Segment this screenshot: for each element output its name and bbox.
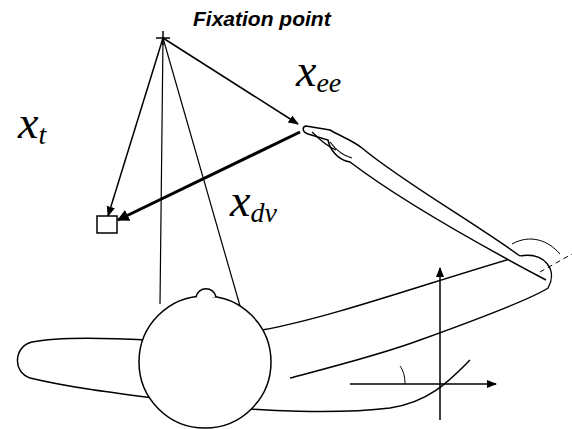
vector-xt	[108, 38, 163, 216]
symbol: x	[296, 45, 316, 96]
sight-line	[160, 38, 163, 304]
subscript: ee	[316, 67, 341, 98]
dashed-extension	[540, 254, 572, 272]
nose	[196, 289, 216, 297]
vector-label: xee	[296, 48, 341, 97]
sight-line	[163, 38, 240, 306]
subscript: dv	[250, 197, 276, 228]
head-circle	[139, 296, 271, 428]
axis-vertical	[439, 268, 441, 420]
finger	[312, 132, 352, 158]
symbol: x	[230, 175, 250, 226]
angle-arc	[400, 366, 405, 384]
target-square	[97, 216, 117, 233]
vector-label: xt	[18, 100, 46, 149]
upper-arm	[262, 255, 551, 378]
axis-horizontal	[350, 383, 496, 385]
vector-label: xdv	[230, 178, 277, 227]
forearm	[303, 126, 546, 280]
title-label: Fixation point	[193, 8, 331, 29]
symbol: x	[18, 97, 38, 148]
vector-xee	[163, 38, 298, 124]
angle-arc	[512, 239, 560, 254]
subscript: t	[38, 119, 46, 150]
